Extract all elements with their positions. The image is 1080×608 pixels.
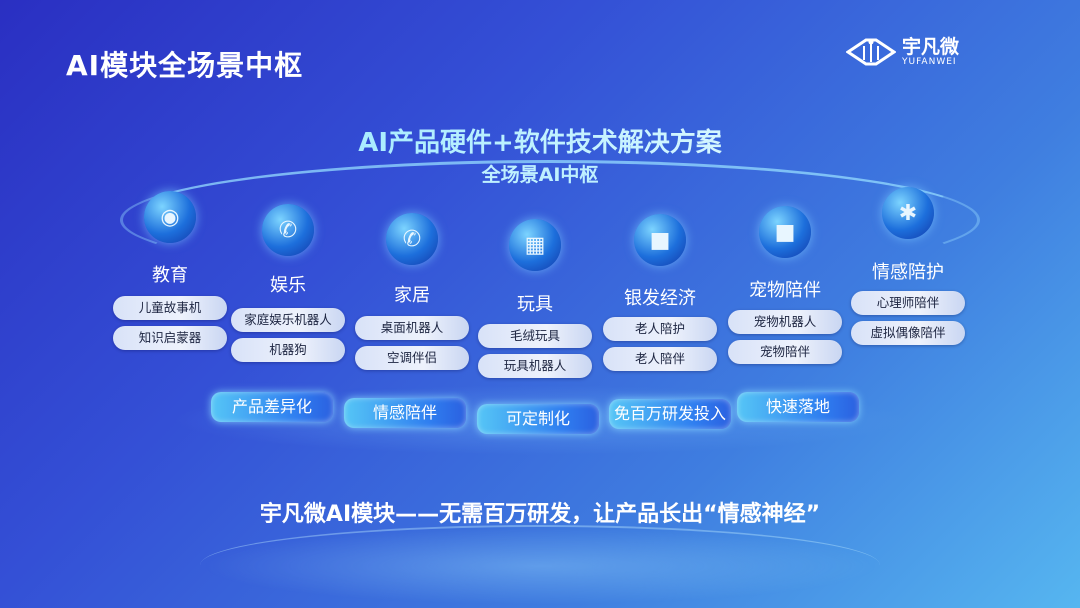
category-label: 银发经济 (624, 288, 696, 309)
category-label: 教育 (152, 265, 188, 286)
product-pill: 知识启蒙器 (113, 326, 227, 350)
product-pill: 儿童故事机 (113, 296, 227, 320)
headline: AI产品硬件+软件技术解决方案 (0, 122, 1080, 159)
orbit-ring (120, 160, 980, 280)
category-label: 情感陪护 (872, 262, 944, 283)
logo-en: YUFANWEI (902, 57, 957, 67)
feature-button: 情感陪伴 (344, 398, 466, 428)
product-pill: 老人陪伴 (603, 347, 717, 371)
product-pill: 老人陪护 (603, 317, 717, 341)
category-label: 玩具 (517, 294, 553, 315)
server-globe-icon: ▦ (509, 219, 561, 271)
page-title: AI模块全场景中枢 (66, 49, 304, 82)
webcam-icon: ◉ (144, 191, 196, 243)
feature-button: 产品差异化 (211, 392, 333, 422)
product-pill: 宠物机器人 (728, 310, 842, 334)
video-camera-icon: ■ (634, 214, 686, 266)
product-pill: 空调伴侣 (355, 346, 469, 370)
category-label: 宠物陪伴 (749, 280, 821, 301)
product-pill: 玩具机器人 (478, 354, 592, 378)
phone-icon: ✆ (386, 213, 438, 265)
video-camera-icon: ■ (759, 206, 811, 258)
product-pill: 心理师陪伴 (851, 291, 965, 315)
product-pill: 宠物陪伴 (728, 340, 842, 364)
product-pill: 虚拟偶像陪伴 (851, 321, 965, 345)
slogan: 宇凡微AI模块——无需百万研发，让产品长出“情感神经” (259, 502, 821, 527)
feature-button: 免百万研发投入 (609, 399, 731, 429)
product-pill: 桌面机器人 (355, 316, 469, 340)
logo-name: 宇凡微 (902, 36, 960, 58)
feature-button: 可定制化 (477, 404, 599, 434)
product-pill: 毛绒玩具 (478, 324, 592, 348)
base-platform (200, 525, 880, 605)
category-label: 娱乐 (270, 275, 306, 296)
product-pill: 机器狗 (231, 338, 345, 362)
product-pill: 家庭娱乐机器人 (231, 308, 345, 332)
feature-button: 快速落地 (737, 392, 859, 422)
logo-icon (846, 38, 896, 66)
phone-icon: ✆ (262, 204, 314, 256)
chat-hand-icon: ✱ (882, 187, 934, 239)
category-label: 家居 (394, 285, 430, 306)
